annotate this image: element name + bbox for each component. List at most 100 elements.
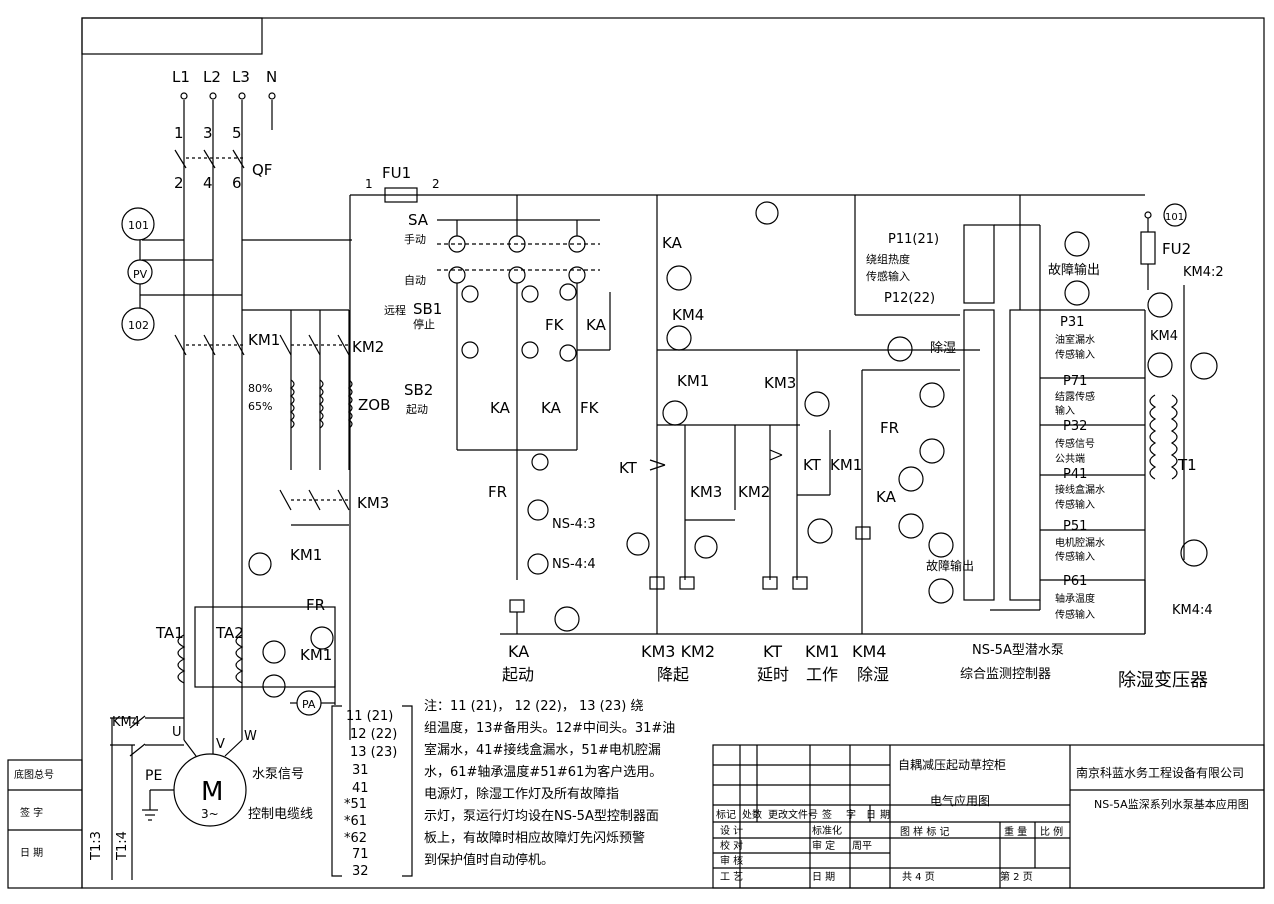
tb-r2: 审 核: [720, 854, 743, 867]
bottom-ka: KA: [508, 642, 529, 661]
tb-r3: 工 艺: [720, 871, 743, 883]
km3-label: KM3: [357, 494, 389, 512]
km2-label: KM2: [352, 338, 384, 356]
p41d: 接线盒漏水: [1055, 483, 1105, 496]
tb-scale: 比 例: [1040, 825, 1063, 838]
p71d: 结露传感: [1055, 390, 1095, 403]
p51: P51: [1063, 519, 1087, 534]
motor-phase: 3~: [201, 807, 219, 821]
motor-v: V: [216, 737, 225, 752]
sb1-stop: 停止: [413, 317, 435, 331]
fr-aux: FR: [306, 596, 325, 614]
term-top-3: 3: [203, 124, 213, 142]
meter-102: 102: [128, 319, 149, 332]
winding-sensor: 传感输入: [866, 269, 910, 283]
note-line-4: 电源灯，除湿工作灯及所有故障指: [424, 787, 620, 802]
p51d: 电机腔漏水: [1055, 536, 1105, 549]
tap-80: 80%: [248, 382, 272, 395]
monitor-title2: 综合监测控制器: [960, 667, 1051, 682]
sb1-label: SB1: [413, 300, 442, 318]
ta2-label: TA2: [215, 624, 244, 642]
bottom-kt-desc: 延时: [757, 665, 789, 684]
phase-l2: L2: [203, 68, 221, 86]
p51e: 传感输入: [1055, 550, 1095, 563]
cable-signal: 水泵信号: [252, 767, 304, 782]
tb-h6: 期: [880, 809, 890, 821]
tb-h4: 字: [846, 808, 856, 821]
winding-label: 绕组热度: [866, 252, 910, 266]
km3-col2: KM3: [690, 483, 722, 501]
fk-label: FK: [545, 316, 565, 334]
km3-col: KM3: [764, 374, 796, 392]
cable-label: 控制电缆线: [248, 806, 313, 822]
bottom-km32: KM3 KM2: [641, 642, 715, 661]
tap-65: 65%: [248, 400, 272, 413]
km2-col: KM2: [738, 483, 770, 501]
ta1-label: TA1: [155, 624, 184, 642]
bottom-km4-desc: 除湿: [857, 665, 889, 684]
p31e: 传感输入: [1055, 348, 1095, 361]
fuse1-left: 1: [365, 177, 373, 191]
note-line-1: 组温度，13#备用头。12#中间头。31#油: [424, 721, 676, 736]
p71e: 输入: [1055, 404, 1075, 417]
t1-3: T1:3: [89, 831, 104, 861]
phase-l3: L3: [232, 68, 250, 86]
transformer-label: 除湿变压器: [1118, 670, 1208, 691]
term-mid-4: 4: [203, 174, 213, 192]
zob-label: ZOB: [358, 396, 390, 414]
monitor-title1: NS-5A型潜水泵: [972, 643, 1064, 658]
sa-remote: 远程: [384, 304, 406, 317]
km42: KM4:2: [1183, 265, 1224, 280]
sb2-start: 起动: [406, 403, 428, 416]
motor-letter: M: [201, 777, 223, 807]
p41: P41: [1063, 467, 1087, 482]
bottom-km1: KM1: [805, 642, 839, 661]
note-line-7: 到保护值时自动停机。: [424, 853, 555, 868]
note-line-6: 板上，有故障时相应故障灯先闪烁预警: [424, 831, 646, 846]
tb-weight: 重 量: [1004, 825, 1027, 838]
km1-col2: KM1: [830, 456, 862, 474]
p32d: 传感信号: [1055, 437, 1095, 450]
ka-col: KA: [662, 234, 683, 252]
cable-1: 12 (22): [350, 727, 397, 742]
tb-total: 共 4 页: [902, 871, 935, 883]
p32: P32: [1063, 419, 1087, 434]
corner-box: [81, 17, 263, 55]
kt-label2: KT: [803, 456, 822, 474]
motor-pe: PE: [145, 768, 162, 784]
km1-col: KM1: [677, 372, 709, 390]
note-line-0: 注：11 (21)， 12 (22)， 13 (23) 绕: [424, 699, 644, 714]
bottom-km1-desc: 工作: [806, 665, 838, 684]
breaker-label: QF: [252, 161, 272, 179]
p12-label: P12(22): [884, 291, 935, 306]
sa-manual: 手动: [404, 232, 426, 246]
t1-label: T1: [1177, 456, 1197, 474]
pv-label: PV: [133, 268, 148, 281]
term-top-1: 1: [174, 124, 184, 142]
cable-7: *62: [344, 831, 367, 846]
ns44: NS-4:4: [552, 557, 596, 572]
note-line-5: 示灯，泵运行灯均设在NS-5A型控制器面: [424, 809, 659, 824]
fr-monitor: FR: [880, 419, 899, 437]
tb-h1: 处数: [742, 808, 762, 821]
tb-approve: 审 定: [812, 839, 835, 852]
meter-101: 101: [128, 219, 149, 232]
note-line-2: 室漏水，41#接线盒漏水，51#电机腔漏: [424, 743, 661, 758]
fuse1-label: FU1: [382, 164, 411, 182]
kt-label: KT: [619, 459, 638, 477]
km44: KM4:4: [1172, 603, 1213, 618]
cable-5: *51: [344, 797, 367, 812]
dehumid-label: 除湿: [930, 341, 956, 356]
cable-2: 13 (23): [350, 745, 397, 760]
term-top-5: 5: [232, 124, 242, 142]
p61: P61: [1063, 574, 1087, 589]
p61e: 传感输入: [1055, 608, 1095, 621]
tb-h5: 日: [866, 810, 876, 821]
sa-auto: 自动: [404, 274, 426, 287]
km4-trans: KM4: [1150, 329, 1178, 344]
pa-label: PA: [302, 698, 316, 711]
bottom-ka-desc: 起动: [502, 665, 534, 684]
drawing-name: NS-5A监深系列水泵基本应用图: [1094, 797, 1249, 811]
p31d: 油室漏水: [1055, 333, 1095, 346]
